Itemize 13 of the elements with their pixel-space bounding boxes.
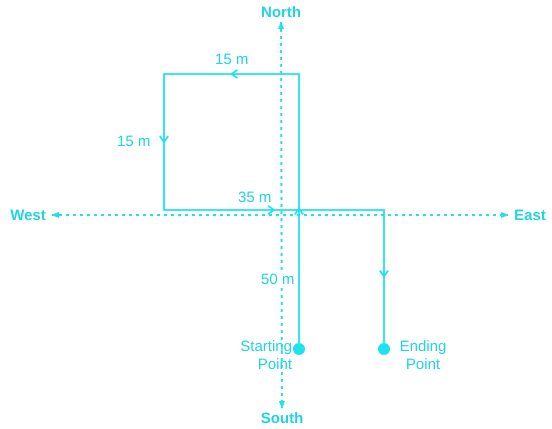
direction-label: North bbox=[255, 2, 307, 22]
point-label: Ending Point bbox=[398, 338, 448, 374]
distance-label: 35 m bbox=[237, 190, 272, 205]
compass-axis-arrow bbox=[51, 212, 509, 218]
distance-label: 50 m bbox=[260, 272, 296, 287]
distance-label: 15 m bbox=[116, 134, 152, 149]
distance-label: 15 m bbox=[214, 52, 250, 67]
direction-label: East bbox=[508, 205, 552, 225]
direction-label: West bbox=[4, 205, 52, 225]
path-arrow bbox=[158, 68, 390, 344]
point-label: Starting Point bbox=[239, 338, 292, 374]
compass-axis-arrow bbox=[278, 21, 286, 409]
direction-label: South bbox=[255, 408, 309, 428]
